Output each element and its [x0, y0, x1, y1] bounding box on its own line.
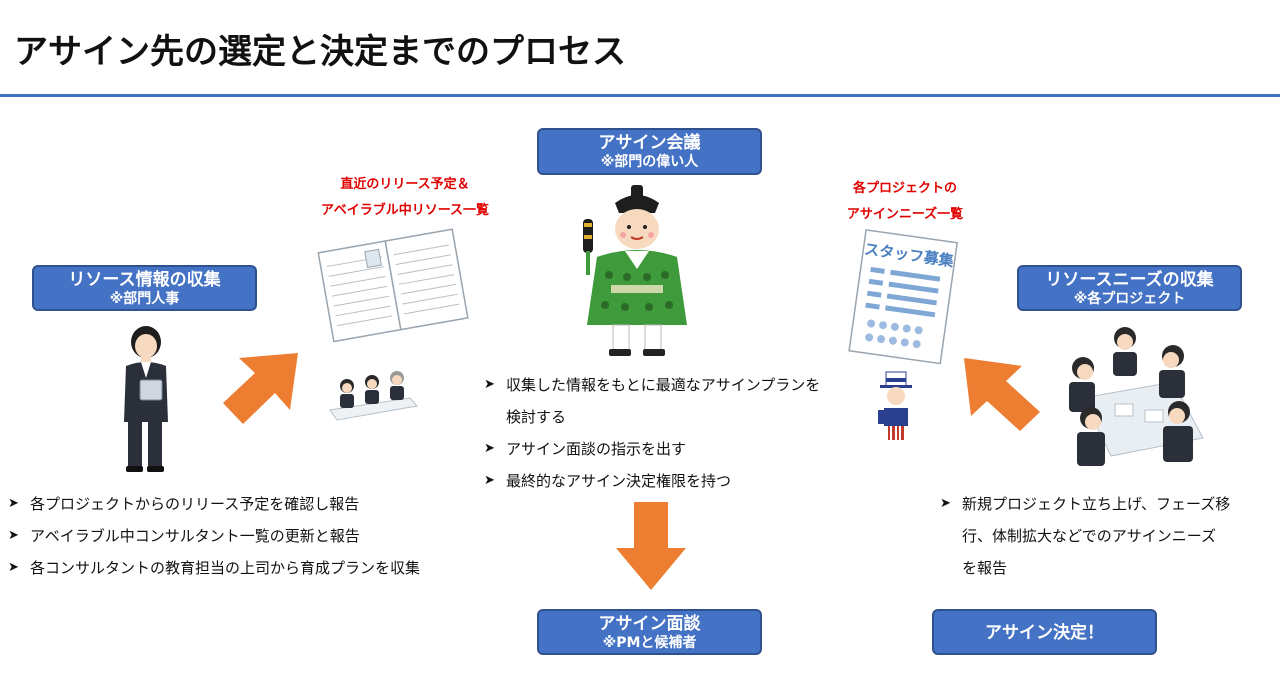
arrow-to-interview	[616, 502, 686, 590]
resource-needs-title: リソースニーズの収集	[1045, 270, 1214, 290]
right-bullet-list: ➤新規プロジェクト立ち上げ、フェーズ移 行、体制拡大などでのアサインニーズ を報…	[940, 488, 1230, 584]
bullet-arrow-icon: ➤	[8, 496, 19, 511]
list-item-continuation: 検討する	[506, 408, 567, 426]
left-bullet-list: ➤各プロジェクトからのリリース予定を確認し報告 ➤アベイラブル中コンサルタント一…	[8, 488, 420, 584]
list-item: ➤新規プロジェクト立ち上げ、フェーズ移	[940, 488, 1230, 520]
resource-info-box: リソース情報の収集 ※部門人事	[32, 265, 257, 311]
bullet-arrow-icon: ➤	[484, 377, 495, 392]
assign-meeting-box: アサイン会議 ※部門の偉い人	[537, 128, 762, 175]
page-title: アサイン先の選定と決定までのプロセス	[14, 32, 626, 72]
assign-meeting-owner: ※部門の偉い人	[600, 154, 699, 170]
bullet-arrow-icon: ➤	[8, 528, 19, 543]
center-bullet-list: ➤収集した情報をもとに最適なアサインプランを 検討する ➤アサイン面談の指示を出…	[484, 369, 820, 497]
poster-icon: スタッフ募集	[848, 229, 959, 365]
needs-list-note-line2: アサインニーズ一覧	[846, 207, 964, 222]
bullet-arrow-icon: ➤	[484, 441, 495, 456]
bullet-arrow-icon: ➤	[940, 496, 951, 511]
assign-interview-title: アサイン面談	[598, 614, 701, 634]
uncle-sam-icon	[878, 371, 912, 440]
assign-decision-box: アサイン決定！	[932, 609, 1157, 655]
list-item: ➤アベイラブル中コンサルタント一覧の更新と報告	[8, 520, 420, 552]
resource-info-title: リソース情報の収集	[68, 270, 221, 290]
assign-meeting-title: アサイン会議	[598, 133, 701, 153]
bullet-arrow-icon: ➤	[484, 473, 495, 488]
official-icon	[583, 185, 687, 356]
list-item: ➤最終的なアサイン決定権限を持つ	[484, 465, 820, 497]
list-item: ➤各コンサルタントの教育担当の上司から育成プランを収集	[8, 552, 420, 584]
hr-woman-icon	[124, 326, 168, 472]
release-list-note-line1: 直近のリリース予定＆	[340, 177, 470, 192]
people-desk-icon	[329, 371, 418, 421]
bullet-arrow-icon: ➤	[8, 560, 19, 575]
documents-icon	[317, 228, 469, 343]
release-list-note-line2: アベイラブル中リソース一覧	[320, 203, 490, 218]
arrow-to-documents	[223, 353, 298, 424]
assign-interview-participants: ※PMと候補者	[602, 635, 697, 651]
resource-needs-box: リソースニーズの収集 ※各プロジェクト	[1017, 265, 1242, 311]
list-item: ➤各プロジェクトからのリリース予定を確認し報告	[8, 488, 420, 520]
list-item-continuation: を報告	[962, 559, 1008, 577]
resource-needs-owner: ※各プロジェクト	[1073, 291, 1186, 307]
title-divider	[0, 94, 1280, 97]
needs-list-note: 各プロジェクトの アサインニーズ一覧	[820, 176, 990, 228]
resource-info-owner: ※部門人事	[109, 291, 180, 307]
release-list-note: 直近のリリース予定＆ アベイラブル中リソース一覧	[300, 172, 510, 224]
meeting-icon	[1069, 327, 1204, 466]
list-item: ➤アサイン面談の指示を出す	[484, 433, 820, 465]
arrow-to-poster	[964, 358, 1040, 431]
list-item-continuation: 行、体制拡大などでのアサインニーズ	[962, 527, 1216, 545]
list-item: ➤収集した情報をもとに最適なアサインプランを	[484, 369, 820, 401]
assign-decision-title: アサイン決定！	[985, 623, 1104, 643]
assign-interview-box: アサイン面談 ※PMと候補者	[537, 609, 762, 655]
needs-list-note-line1: 各プロジェクトの	[852, 181, 957, 196]
